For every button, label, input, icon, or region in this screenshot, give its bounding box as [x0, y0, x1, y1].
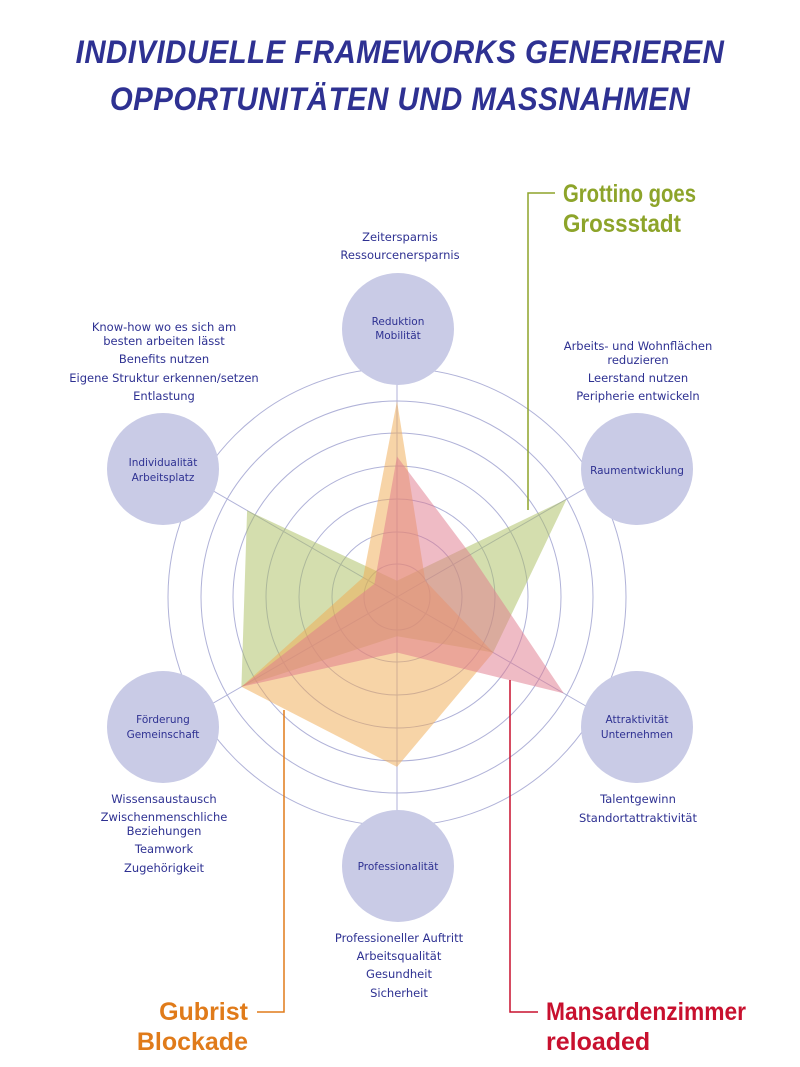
node-reduktion-label-1: Reduktion	[372, 316, 425, 328]
benefit-text: Leerstand nutzen	[588, 371, 688, 385]
benefit-text: Ressourcenersparnis	[340, 248, 459, 262]
node-individualitaet: Individualität Arbeitsplatz	[107, 413, 219, 525]
benefit-text: Sicherheit	[370, 986, 428, 1000]
node-foerderung-label-1: Förderung	[136, 714, 190, 726]
callout-grottino-line-2: Grossstadt	[563, 210, 682, 238]
callout-gubrist-line-2: Blockade	[137, 1028, 248, 1056]
benefit-text: Zugehörigkeit	[124, 861, 205, 875]
benefits-foerderung: Wissensaustausch Zwischenmenschliche Bez…	[101, 792, 228, 875]
benefit-text: Arbeits- und Wohnflächen	[564, 339, 713, 353]
benefit-text: Beziehungen	[127, 824, 202, 838]
benefit-text: Eigene Struktur erkennen/setzen	[69, 371, 258, 385]
benefit-text: Wissensaustausch	[111, 792, 216, 806]
benefits-reduktion: Zeitersparnis Ressourcenersparnis	[340, 230, 459, 262]
callout-gubrist-line-1: Gubrist	[159, 998, 249, 1026]
benefit-text: Talentgewinn	[599, 792, 676, 806]
benefits-attraktivitaet: Talentgewinn Standortattraktivität	[579, 792, 697, 825]
node-foerderung-label-2: Gemeinschaft	[127, 729, 200, 741]
node-attraktivitaet-label-2: Unternehmen	[601, 729, 673, 741]
radar-series-2	[241, 456, 564, 694]
node-raumentwicklung: Raumentwicklung	[581, 413, 693, 525]
node-professionalitaet-label-1: Professionalität	[358, 861, 439, 873]
benefit-text: Know-how wo es sich am	[92, 320, 236, 334]
title-line-1: INDIVIDUELLE FRAMEWORKS GENERIEREN	[75, 34, 725, 70]
callout-mansarden-line-2: reloaded	[546, 1028, 650, 1056]
benefit-text: Gesundheit	[366, 967, 432, 981]
benefit-text: Standortattraktivität	[579, 811, 697, 825]
callout-grottino: Grottino goes Grossstadt	[563, 180, 696, 238]
callout-line-grottino	[527, 192, 555, 510]
benefit-text: Zwischenmenschliche	[101, 810, 228, 824]
callout-grottino-line-1: Grottino goes	[563, 180, 696, 208]
title-line-2: OPPORTUNITÄTEN UND MASSNAHMEN	[109, 81, 691, 117]
callout-mansarden-line-1: Mansardenzimmer	[546, 998, 746, 1026]
node-individualitaet-label-1: Individualität	[129, 457, 198, 469]
benefits-professionalitaet: Professioneller Auftritt Arbeitsqualität…	[335, 931, 464, 1000]
benefit-text: reduzieren	[607, 353, 668, 367]
node-reduktion: Reduktion Mobilität	[342, 273, 454, 385]
callout-line-mansarden	[509, 680, 538, 1013]
callout-gubrist: Gubrist Blockade	[137, 998, 249, 1056]
benefit-text: Arbeitsqualität	[357, 949, 442, 963]
benefit-text: Teamwork	[134, 842, 194, 856]
radar-series-1	[241, 401, 494, 767]
node-attraktivitaet-label-1: Attraktivität	[606, 714, 669, 726]
node-attraktivitaet: Attraktivität Unternehmen	[581, 671, 693, 783]
callout-mansarden: Mansardenzimmer reloaded	[546, 998, 746, 1056]
benefits-raumentwicklung: Arbeits- und Wohnflächen reduzieren Leer…	[564, 339, 713, 403]
callout-line-gubrist	[257, 710, 285, 1013]
benefit-text: Entlastung	[133, 389, 195, 403]
node-reduktion-label-2: Mobilität	[375, 330, 421, 342]
benefit-text: Zeitersparnis	[362, 230, 438, 244]
benefit-text: besten arbeiten lässt	[103, 334, 225, 348]
benefit-text: Peripherie entwickeln	[576, 389, 699, 403]
node-raum-label-1: Raumentwicklung	[590, 465, 684, 477]
node-individualitaet-label-2: Arbeitsplatz	[132, 472, 195, 484]
radar-series	[241, 401, 567, 767]
benefit-text: Benefits nutzen	[119, 352, 209, 366]
node-foerderung: Förderung Gemeinschaft	[107, 671, 219, 783]
benefit-text: Professioneller Auftritt	[335, 931, 464, 945]
node-professionalitaet: Professionalität	[342, 810, 454, 922]
benefits-individualitaet: Know-how wo es sich am besten arbeiten l…	[69, 320, 258, 403]
